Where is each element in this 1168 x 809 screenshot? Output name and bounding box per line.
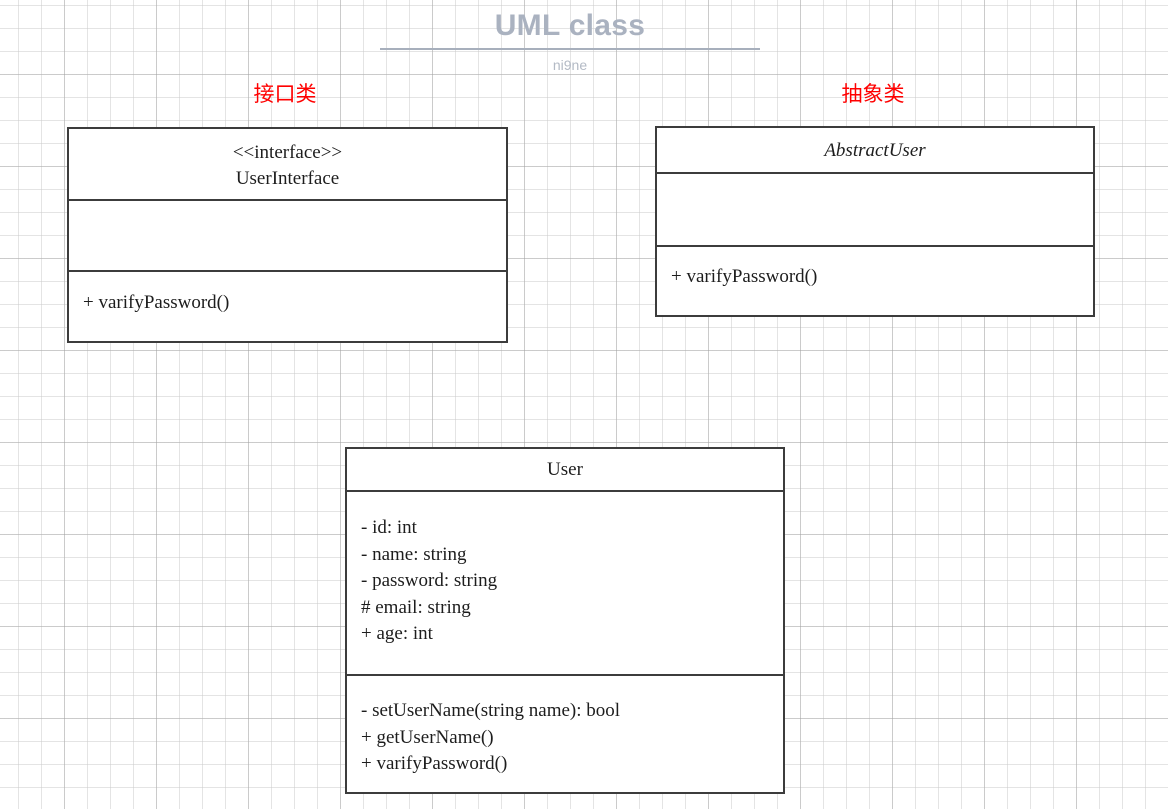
uml-class-box-abstractuser[interactable]: AbstractUser + varifyPassword() — [655, 126, 1095, 317]
uml-class-box-user[interactable]: User - id: int - name: string - password… — [345, 447, 785, 794]
class-methods-section: + varifyPassword() — [657, 247, 1093, 315]
class-header-section: User — [347, 449, 783, 492]
method-list: - setUserName(string name): bool + getUs… — [347, 698, 783, 778]
class-name: User — [547, 459, 583, 480]
annotation-abstract-class: 抽象类 — [841, 82, 905, 106]
attribute-item: - id: int — [361, 517, 417, 538]
attribute-item: - name: string — [361, 543, 467, 565]
uml-class-box-userinterface[interactable]: <<interface>> UserInterface + varifyPass… — [67, 127, 508, 343]
class-header-section: AbstractUser — [657, 128, 1093, 174]
method-item: + varifyPassword() — [671, 266, 818, 287]
class-header-section: <<interface>> UserInterface — [69, 129, 506, 201]
method-item: + getUserName() — [361, 726, 494, 748]
attribute-list: - id: int - name: string - password: str… — [347, 515, 783, 648]
diagram-header: UML class ni9ne — [380, 6, 760, 74]
class-attributes-section — [69, 201, 506, 272]
page-title: UML class — [494, 9, 646, 42]
class-name: UserInterface — [235, 168, 340, 189]
attribute-item: # email: string — [361, 596, 471, 618]
method-item: + varifyPassword() — [83, 292, 230, 313]
class-methods-section: - setUserName(string name): bool + getUs… — [347, 676, 783, 792]
attribute-item: - password: string — [361, 570, 498, 591]
method-item: + varifyPassword() — [361, 753, 508, 774]
method-item: - setUserName(string name): bool — [361, 700, 621, 721]
annotation-interface-class: 接口类 — [253, 82, 317, 106]
method-list: + varifyPassword() — [657, 264, 1093, 291]
class-stereotype: <<interface>> — [232, 142, 343, 163]
page-subtitle: ni9ne — [552, 57, 588, 73]
title-divider-rule — [380, 48, 760, 50]
class-methods-section: + varifyPassword() — [69, 272, 506, 341]
class-attributes-section: - id: int - name: string - password: str… — [347, 492, 783, 676]
attribute-item: + age: int — [361, 623, 433, 644]
method-list: + varifyPassword() — [69, 290, 506, 317]
class-attributes-section — [657, 174, 1093, 247]
class-name: AbstractUser — [824, 140, 926, 161]
